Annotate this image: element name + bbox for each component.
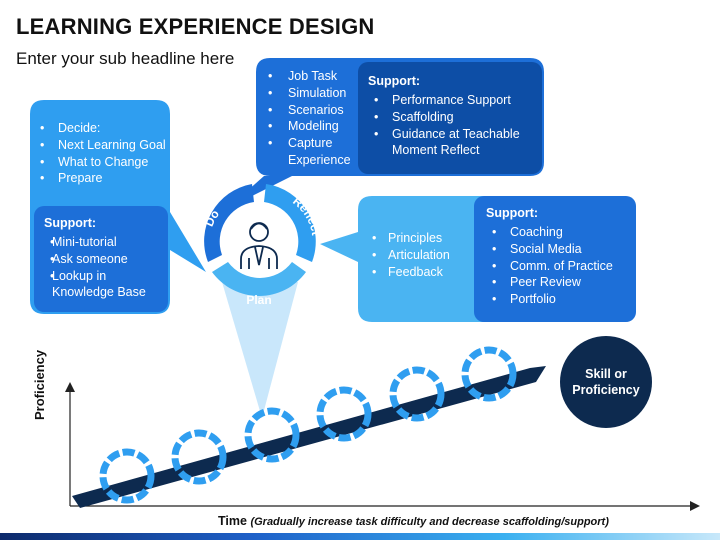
list-item: Performance Support xyxy=(368,92,540,109)
page-title: LEARNING EXPERIENCE DESIGN xyxy=(16,14,375,39)
list-item: Prepare xyxy=(34,170,168,187)
cycle-segment-do xyxy=(204,184,254,262)
list-item: Guidance at Teachable Moment Reflect xyxy=(368,126,540,160)
bottom-accent-bar xyxy=(0,533,720,540)
right-support: Support: Coaching Social Media Comm. of … xyxy=(486,206,634,308)
progress-ring-5 xyxy=(389,366,445,422)
x-axis-arrowhead xyxy=(690,501,700,511)
left-box: Decide: Next Learning Goal What to Chang… xyxy=(34,120,168,187)
progress-arrow xyxy=(72,366,546,508)
top-box: Job Task Simulation Scenarios Modeling C… xyxy=(262,68,358,169)
progress-ring-1 xyxy=(99,448,155,504)
list-item: Principles xyxy=(366,230,474,247)
skill-circle: Skill or Proficiency xyxy=(560,336,652,428)
list-item: Next Learning Goal xyxy=(34,137,168,154)
support-heading: Support: xyxy=(44,216,97,230)
cycle-label-do: Do xyxy=(202,207,222,228)
page-subtitle: Enter your sub headline here xyxy=(16,49,235,68)
top-support-list: Performance Support Scaffolding Guidance… xyxy=(368,92,540,159)
focus-cone xyxy=(222,282,298,418)
y-axis-label: Proficiency xyxy=(32,349,47,420)
list-item: Comm. of Practice xyxy=(486,258,634,275)
list-item: Portfolio xyxy=(486,291,634,308)
x-axis-label: Time (Gradually increase task difficulty… xyxy=(218,514,609,528)
cycle-segment-reflect xyxy=(264,184,316,262)
left-support: Support: Mini-tutorial Ask someone Looku… xyxy=(44,216,166,301)
left-box-list: Decide: Next Learning Goal What to Chang… xyxy=(34,120,168,187)
cycle-segment-plan xyxy=(212,262,306,297)
progress-ring-6 xyxy=(461,346,517,402)
list-item: Simulation xyxy=(262,85,358,102)
list-item: Scaffolding xyxy=(368,109,540,126)
list-item: Peer Review xyxy=(486,274,634,291)
left-support-list: Mini-tutorial Ask someone Lookup in Know… xyxy=(44,234,166,301)
top-support: Support: Performance Support Scaffolding… xyxy=(368,74,540,159)
list-item: Articulation xyxy=(366,247,474,264)
list-item: Capture Experience xyxy=(262,135,358,169)
right-support-list: Coaching Social Media Comm. of Practice … xyxy=(486,224,634,308)
y-axis-arrowhead xyxy=(65,382,75,392)
list-item: Social Media xyxy=(486,241,634,258)
list-item: Ask someone xyxy=(44,251,166,268)
cycle-label-plan: Plan xyxy=(246,293,271,307)
progress-rings xyxy=(99,346,517,504)
list-item: Job Task xyxy=(262,68,358,85)
skill-label: Skill or Proficiency xyxy=(572,367,640,397)
list-item: Lookup in Knowledge Base xyxy=(44,268,166,302)
x-axis-label-main: Time xyxy=(218,514,247,528)
progress-ring-4 xyxy=(316,386,372,442)
right-box-list: Principles Articulation Feedback xyxy=(366,230,474,280)
list-item: Mini-tutorial xyxy=(44,234,166,251)
list-item: Modeling xyxy=(262,118,358,135)
list-item: Decide: xyxy=(34,120,168,137)
progress-ring-3 xyxy=(244,407,300,463)
top-box-list: Job Task Simulation Scenarios Modeling C… xyxy=(262,68,358,169)
x-axis-label-note: (Gradually increase task difficulty and … xyxy=(250,516,609,528)
support-heading: Support: xyxy=(486,206,539,220)
support-heading: Support: xyxy=(368,74,421,88)
right-box: Principles Articulation Feedback xyxy=(366,230,474,280)
list-item: Coaching xyxy=(486,224,634,241)
list-item: Feedback xyxy=(366,264,474,281)
person-icon xyxy=(240,222,278,269)
list-item: What to Change xyxy=(34,154,168,171)
list-item: Scenarios xyxy=(262,102,358,119)
progress-ring-2 xyxy=(171,429,227,485)
